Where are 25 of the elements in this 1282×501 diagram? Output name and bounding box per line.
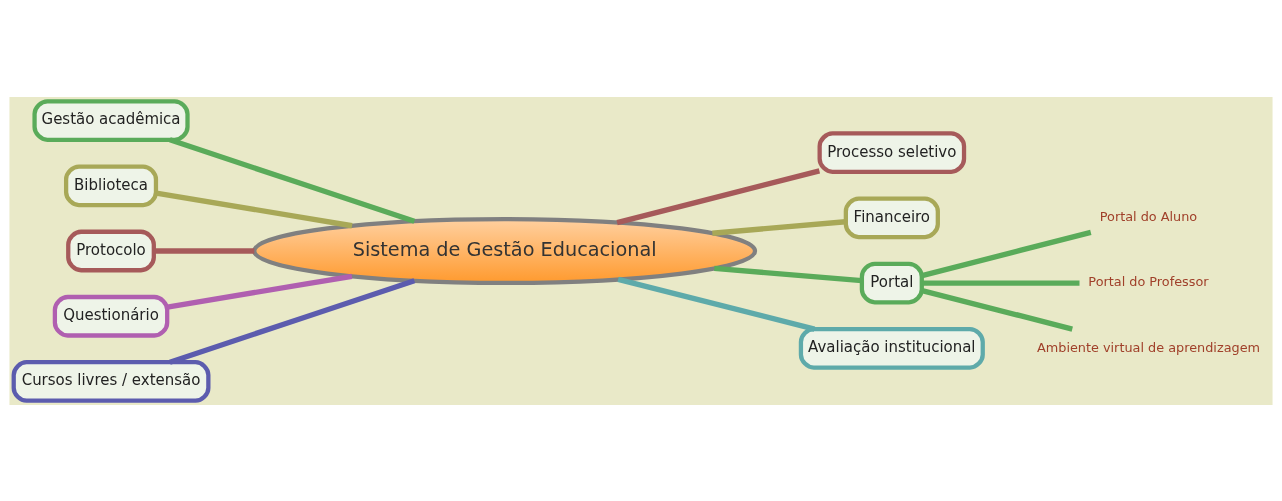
node-box: Gestão acadêmica: [32, 98, 190, 142]
node-box: Portal: [859, 261, 924, 304]
connector: [154, 247, 255, 254]
connector: [169, 277, 416, 365]
node-box: Processo seletivo: [817, 130, 967, 174]
node-box: Avaliação institucional: [798, 326, 985, 370]
connector: [166, 273, 353, 310]
connector: [712, 218, 846, 236]
connector: [169, 136, 416, 224]
connector: [155, 190, 353, 228]
connector: [921, 287, 1073, 332]
connector: [921, 229, 1092, 278]
node-text: Portal do Aluno: [1099, 208, 1198, 224]
node-box: Financeiro: [843, 195, 940, 239]
node-box: Questionário: [52, 294, 170, 338]
node-text: Ambiente virtual de aprendizagem: [1036, 339, 1261, 355]
connector: [922, 279, 1080, 286]
connector: [617, 276, 816, 332]
connector: [714, 265, 863, 283]
node-box: Protocolo: [66, 229, 156, 272]
node-box: Biblioteca: [64, 163, 159, 207]
node-ellipse: Sistema de Gestão Educacional: [252, 216, 758, 285]
connector: [616, 167, 821, 225]
node-box: Cursos livres / extensão: [11, 359, 211, 403]
node-text: Portal do Professor: [1088, 273, 1209, 289]
